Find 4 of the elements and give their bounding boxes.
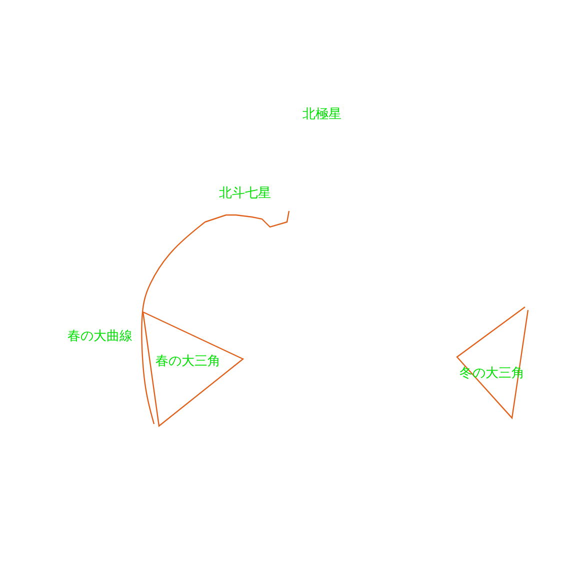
asterism-label: 北極星: [302, 108, 342, 122]
asterism-label: 春の大曲線: [68, 330, 132, 344]
asterism-label: 春の大三角: [156, 354, 220, 370]
asterism-label: 北斗七星: [219, 186, 271, 202]
